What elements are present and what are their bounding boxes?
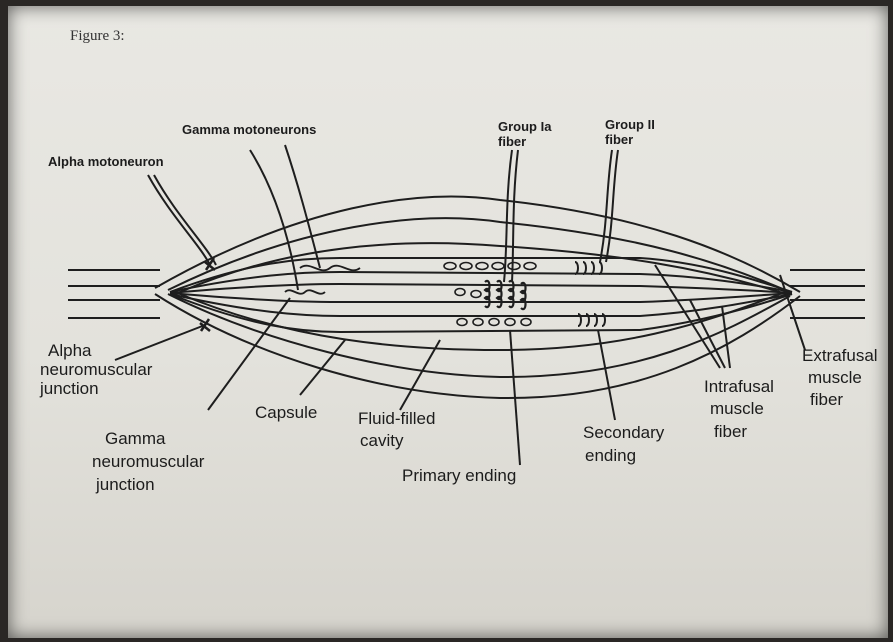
label-intrafusal-line2: muscle xyxy=(710,399,764,418)
intrafusal-fiber-5 xyxy=(170,294,792,316)
label-group-ia-line1: Group Ia xyxy=(498,119,552,134)
extrafusal-left-band xyxy=(68,270,160,318)
label-secondary-line1: Secondary xyxy=(583,423,665,442)
leader-intrafusal-3 xyxy=(722,306,730,368)
label-extrafusal-line1: Extrafusal xyxy=(802,346,878,365)
leader-cavity xyxy=(400,340,440,410)
label-cavity-line1: Fluid-filled xyxy=(358,409,435,428)
label-gamma-motoneurons: Gamma motoneurons xyxy=(182,122,316,137)
group-ii-fiber xyxy=(600,150,612,262)
label-capsule: Capsule xyxy=(255,403,317,422)
label-cavity-line2: cavity xyxy=(360,431,404,450)
label-gamma-nmj-line3: junction xyxy=(95,475,155,494)
label-gamma-nmj-line2: neuromuscular xyxy=(92,452,205,471)
label-group-ia-line2: fiber xyxy=(498,134,526,149)
alpha-motoneuron-fiber xyxy=(148,175,210,265)
label-extrafusal-line2: muscle xyxy=(808,368,862,387)
label-intrafusal-line1: Intrafusal xyxy=(704,377,774,396)
label-alpha-nmj-line3: junction xyxy=(39,379,99,398)
label-primary-ending: Primary ending xyxy=(402,466,516,485)
label-intrafusal-line3: fiber xyxy=(714,422,747,441)
label-gamma-nmj-line1: Gamma xyxy=(105,429,166,448)
label-group-ii-line2: fiber xyxy=(605,132,633,147)
label-group-ii-line1: Group II xyxy=(605,117,655,132)
label-alpha-motoneuron: Alpha motoneuron xyxy=(48,154,164,169)
leader-intrafusal-2 xyxy=(690,300,725,368)
label-extrafusal-line3: fiber xyxy=(810,390,843,409)
gamma-motoneuron-fiber-1 xyxy=(250,150,298,290)
label-alpha-nmj-line1: Alpha xyxy=(48,341,92,360)
extrafusal-top-inner xyxy=(168,218,790,292)
leader-capsule xyxy=(300,340,345,395)
label-alpha-nmj-line2: neuromuscular xyxy=(40,360,153,379)
label-secondary-line2: ending xyxy=(585,446,636,465)
intrafusal-fiber-3 xyxy=(170,284,792,293)
extrafusal-right-band xyxy=(790,270,865,318)
leader-alpha-nmj xyxy=(115,325,205,360)
